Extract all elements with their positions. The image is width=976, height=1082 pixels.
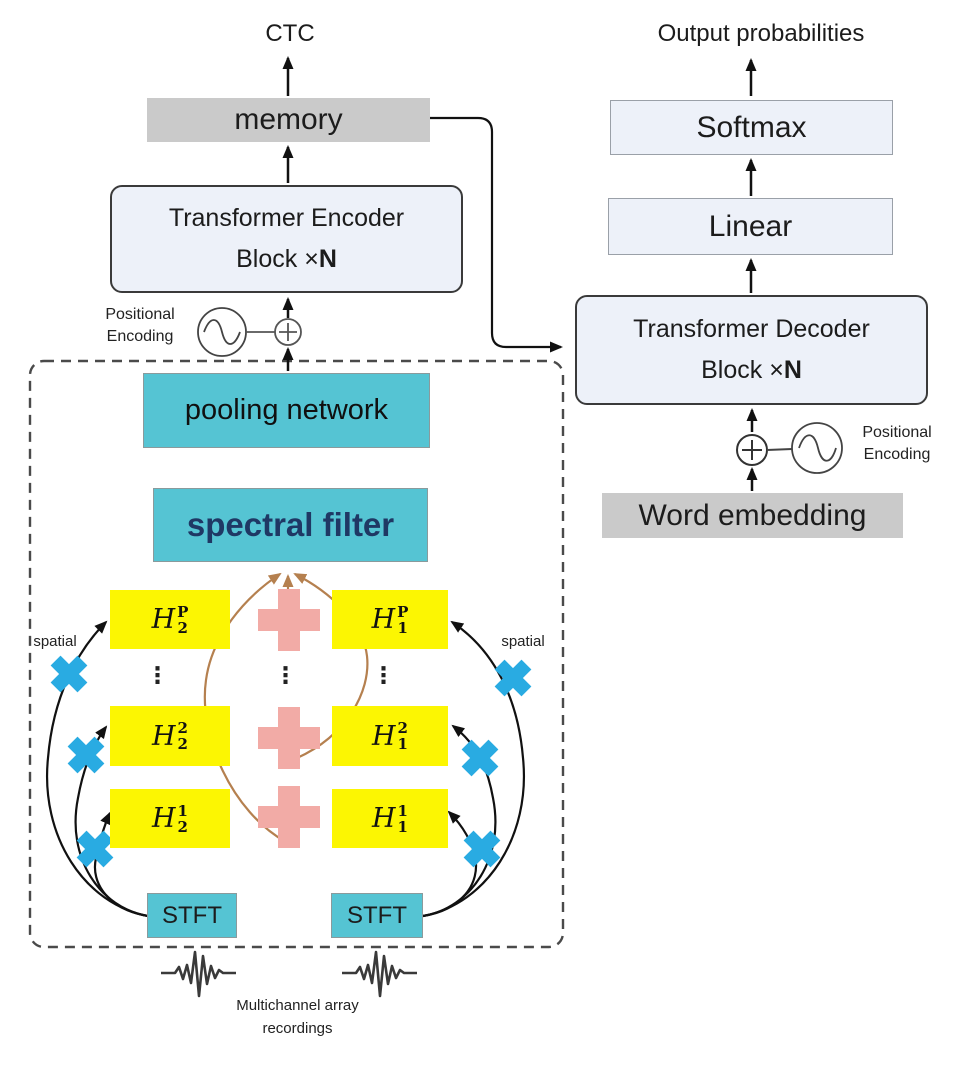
arrow-memory-to-decoder xyxy=(430,116,563,353)
memory-bar: memory xyxy=(147,98,430,142)
waveform-icon-left xyxy=(161,950,236,998)
add-circle-icon-right xyxy=(736,434,768,466)
spatial-multiply-icon-left-p xyxy=(42,647,96,701)
linear-box: Linear xyxy=(608,198,893,255)
plus-icon-row-p xyxy=(258,589,320,651)
multichannel-caption: Multichannel array recordings xyxy=(236,997,359,1037)
plus-icon-row-2 xyxy=(258,707,320,769)
decoder-block-line2: Block ×N xyxy=(701,356,802,384)
encoder-block-line2: Block ×N xyxy=(236,245,337,273)
transformer-encoder-block: Transformer Encoder Block ×N xyxy=(110,185,463,293)
frontend-dashed-border xyxy=(28,359,565,949)
softmax-box: Softmax xyxy=(610,100,893,155)
positional-encoding-label-right: Positional Encoding xyxy=(862,424,932,464)
sine-wave-icon-right xyxy=(791,422,843,474)
vertical-ellipsis-left: ⋮ xyxy=(146,663,169,689)
plus-icon-row-1 xyxy=(258,786,320,848)
vertical-ellipsis-center: ⋮ xyxy=(274,663,297,689)
spectral-filter-box: spectral filter xyxy=(153,488,428,562)
ctc-label: CTC xyxy=(265,20,315,47)
sine-wave-icon-left xyxy=(197,307,247,357)
arrow-stft-right-to-h1-p xyxy=(422,620,526,918)
spatial-multiply-icon-right-2 xyxy=(453,731,507,785)
pooling-network-box: pooling network xyxy=(143,373,430,448)
add-circle-icon-left xyxy=(274,318,302,346)
word-embedding-bar: Word embedding xyxy=(602,493,903,538)
stft-box-right: STFT xyxy=(331,893,423,938)
output-probabilities-label: Output probabilities xyxy=(657,20,865,47)
spatial-label-right: spatial xyxy=(501,633,545,650)
waveform-icon-right xyxy=(342,950,417,998)
stft-box-left: STFT xyxy=(147,893,237,938)
spatial-multiply-icon-right-p xyxy=(486,651,540,705)
transformer-decoder-block: Transformer Decoder Block ×N xyxy=(575,295,928,405)
encoder-block-line1: Transformer Encoder xyxy=(168,203,405,232)
spatial-multiply-icon-left-2 xyxy=(59,728,113,782)
vertical-ellipsis-right: ⋮ xyxy=(372,663,395,689)
spatial-label-left: spatial xyxy=(33,633,77,650)
posenc-link-right xyxy=(766,448,793,451)
arrow-plus-1-to-spectral xyxy=(203,572,287,843)
positional-encoding-label-left: Positional Encoding xyxy=(105,306,175,346)
decoder-block-line1: Transformer Decoder xyxy=(633,314,870,343)
